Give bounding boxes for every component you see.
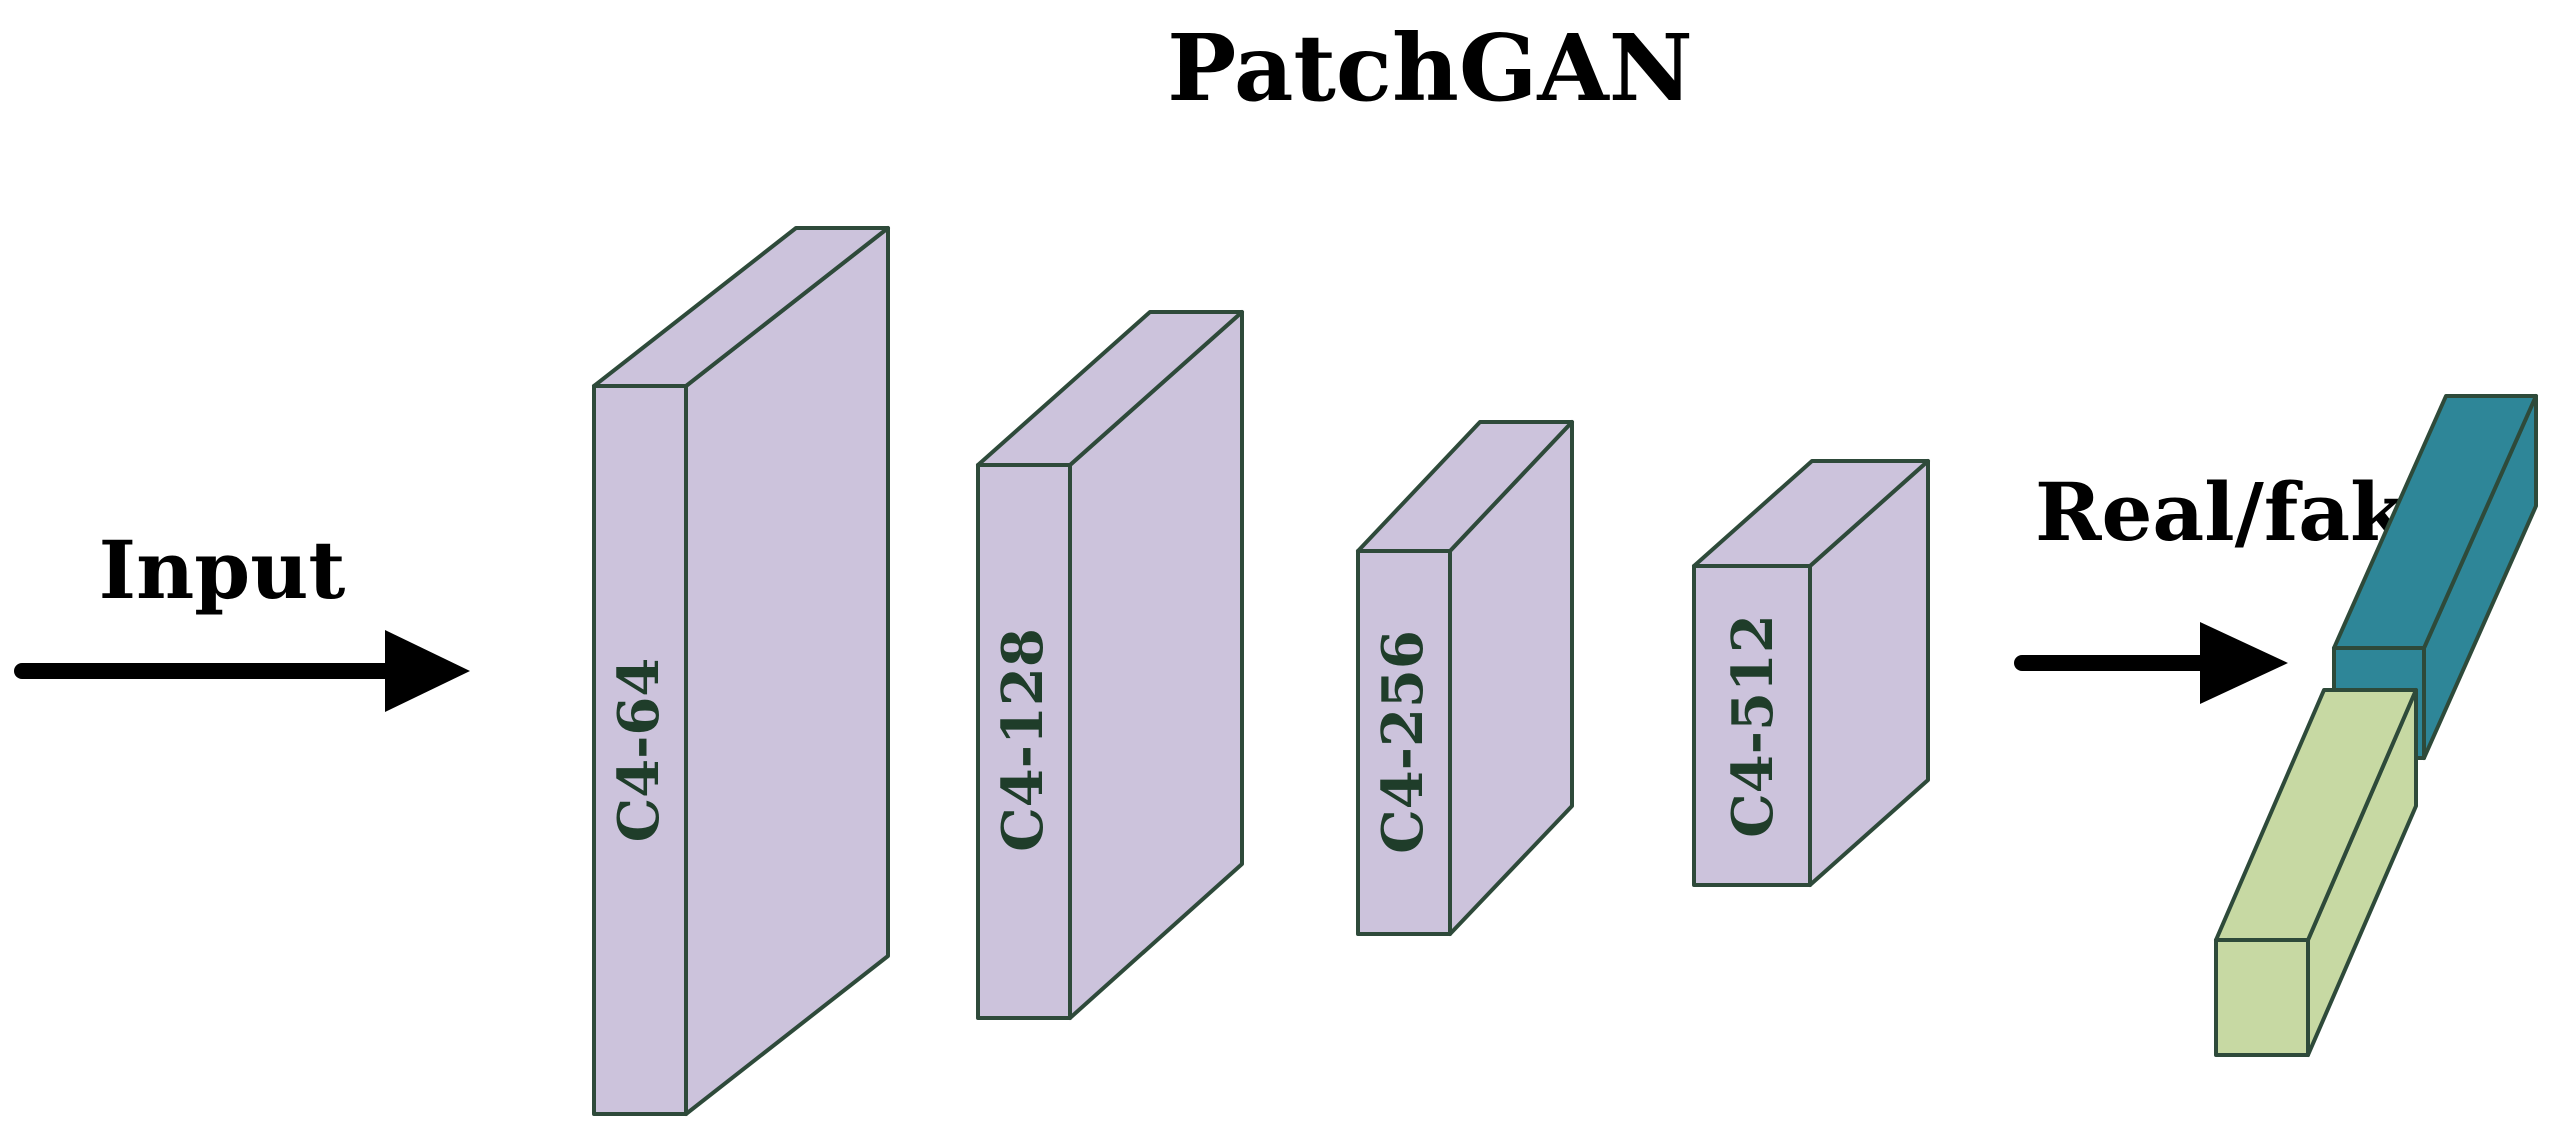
layer-block-c4-512: C4-512 xyxy=(1692,459,1930,887)
layer-label-c4-64: C4-64 xyxy=(606,658,672,843)
layer-block-c4-256: C4-256 xyxy=(1356,420,1574,936)
layer-block-c4-64: C4-64 xyxy=(592,226,890,1116)
input-arrow xyxy=(14,630,470,712)
layer-label-c4-128: C4-128 xyxy=(990,628,1056,852)
input-label: Input xyxy=(99,523,346,617)
diagram-title: PatchGAN xyxy=(1167,14,1693,122)
layer-block-c4-128: C4-128 xyxy=(976,310,1244,1020)
output-arrow xyxy=(2014,622,2288,704)
layer-label-c4-512: C4-512 xyxy=(1720,614,1786,838)
output-patch-fake xyxy=(2214,688,2418,1057)
layer-label-c4-256: C4-256 xyxy=(1370,630,1436,854)
